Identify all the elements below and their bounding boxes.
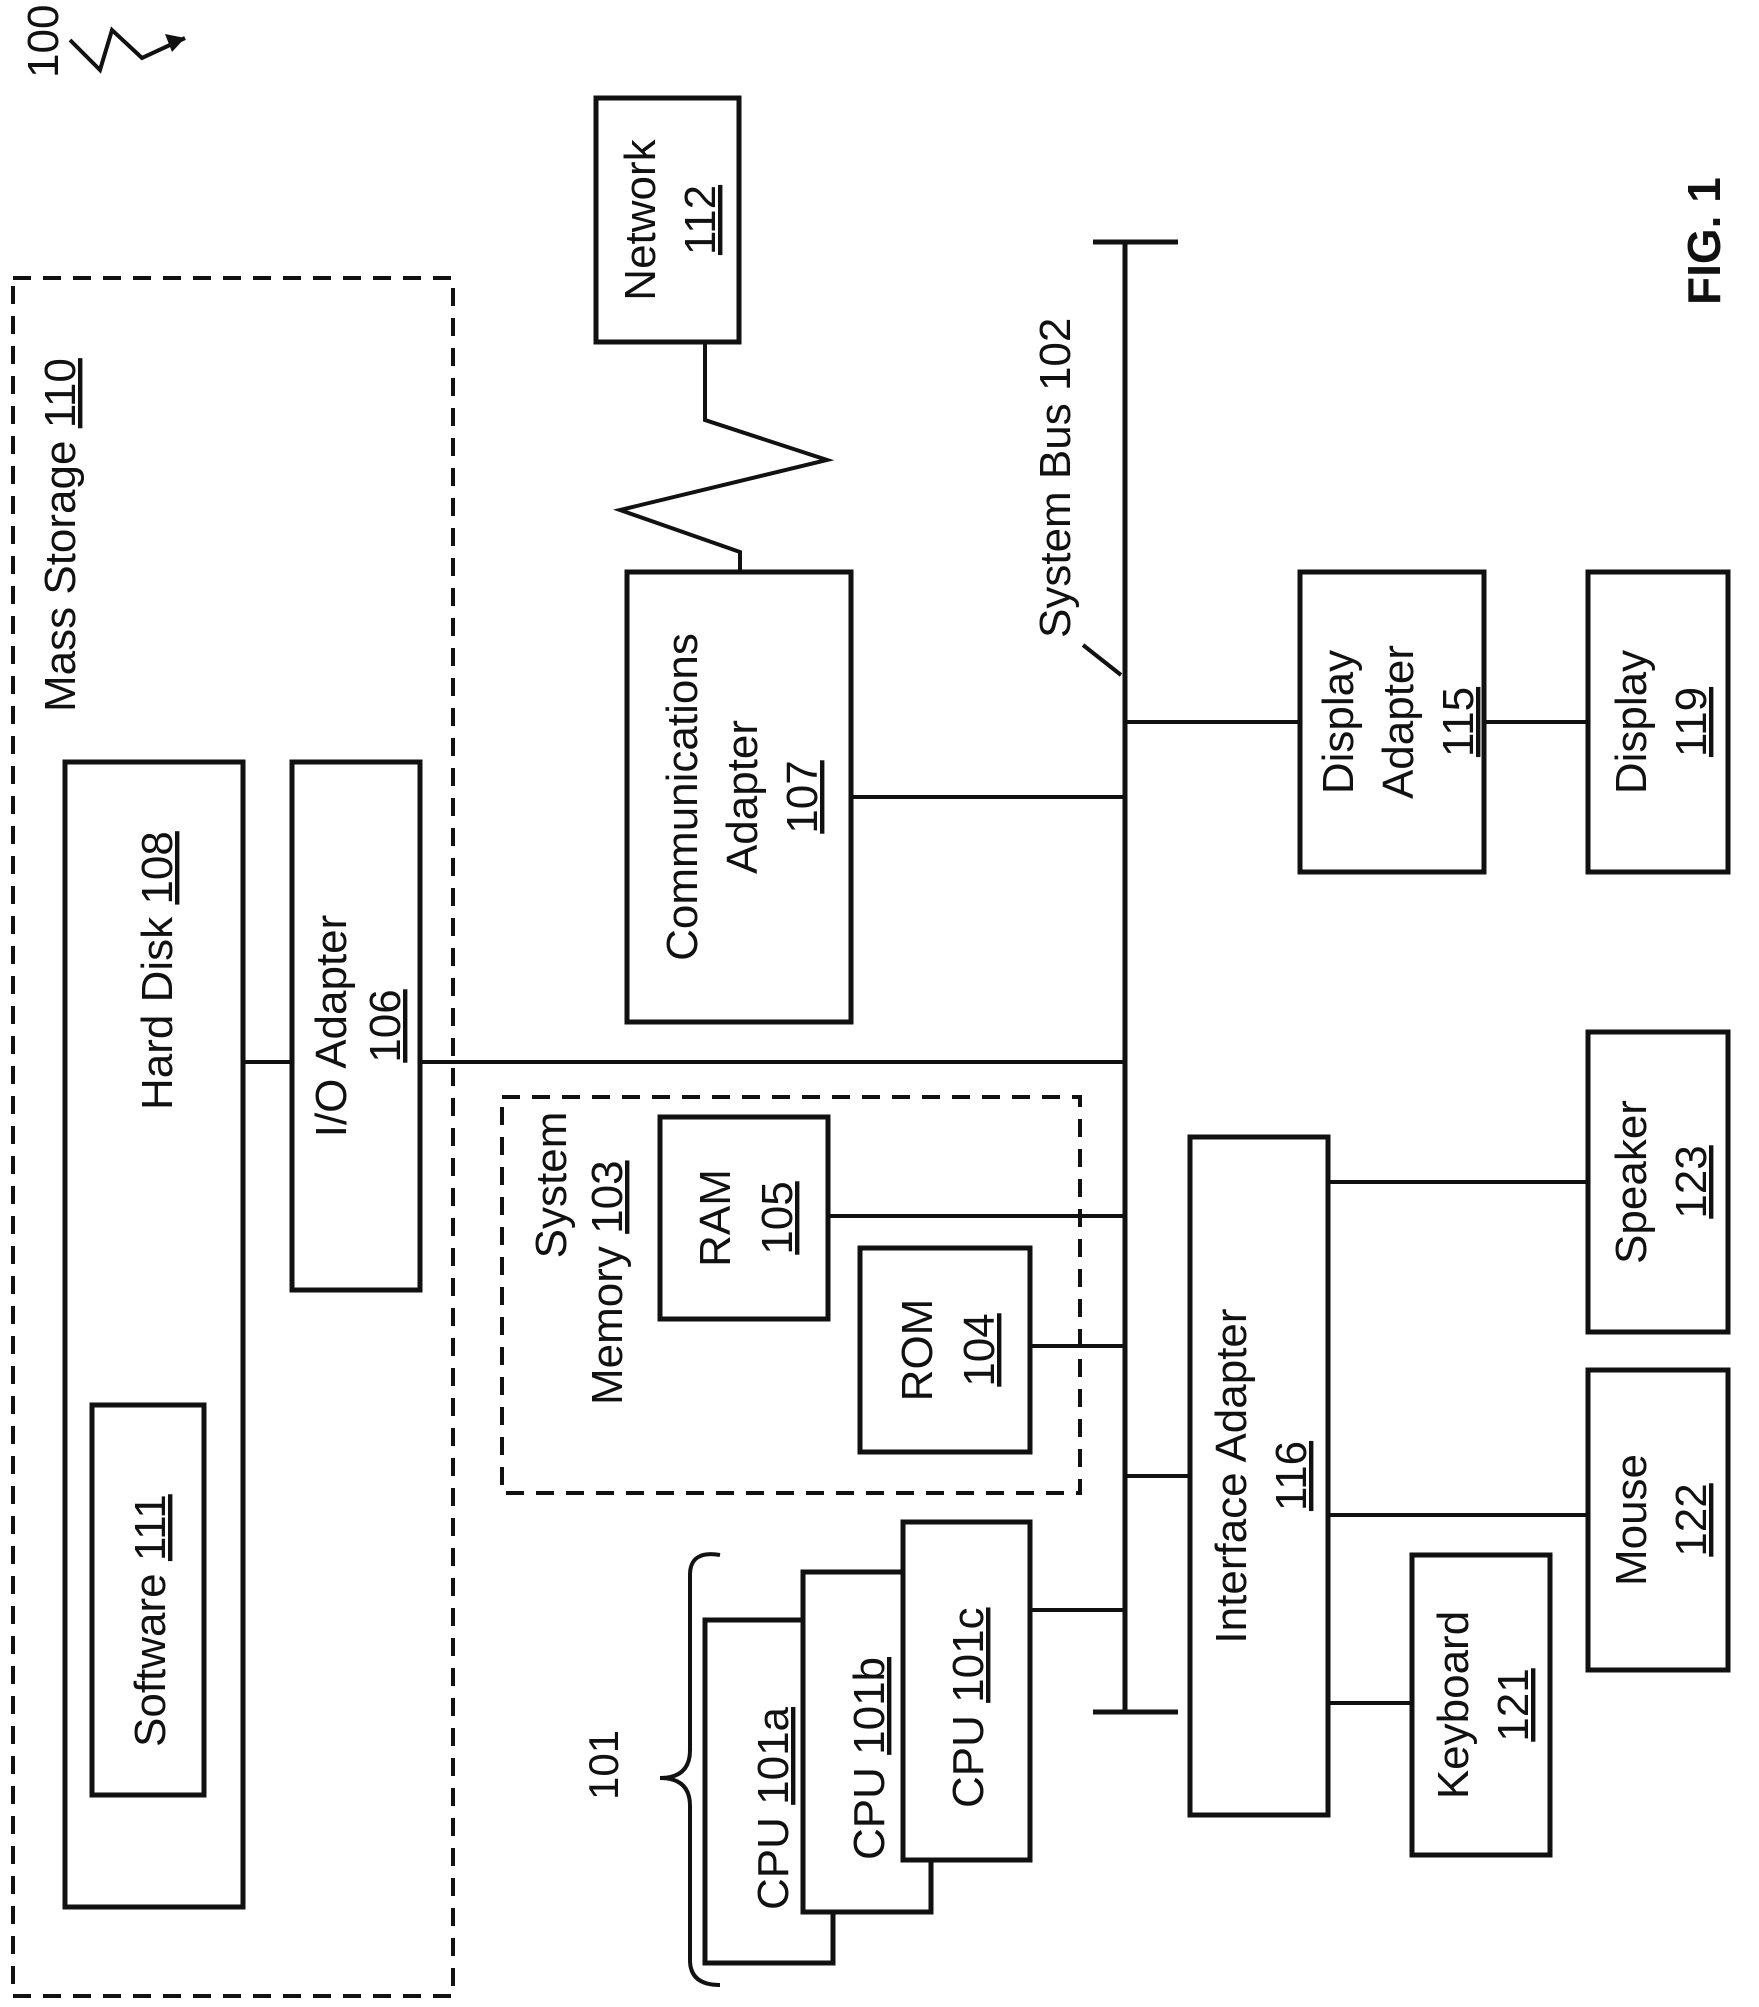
cpu-101b-label: CPU 101b: [845, 1657, 894, 1860]
mouse-name: Mouse: [1607, 1454, 1656, 1586]
hard-disk-name: Hard Disk: [133, 916, 182, 1110]
software-label: Software 111: [126, 1494, 175, 1747]
network-link-zigzag: [620, 342, 827, 572]
figure-ref-group: 100: [19, 5, 185, 78]
io-adapter-ref: 106: [361, 989, 410, 1062]
system-bus-label: System Bus 102: [1031, 318, 1080, 638]
network-name: Network: [616, 138, 665, 300]
ram-box: [660, 1117, 828, 1319]
io-adapter-name: I/O Adapter: [307, 915, 356, 1138]
figure-label: FIG. 1: [1678, 177, 1730, 305]
rom-box: [860, 1248, 1030, 1452]
interface-adapter-ref: 116: [1267, 1441, 1316, 1511]
ram-name: RAM: [691, 1169, 740, 1267]
mass-storage-name: Mass Storage: [36, 441, 85, 712]
display-adapter-line2: Adapter: [1374, 645, 1423, 799]
keyboard-ref: 121: [1489, 1668, 1538, 1741]
system-memory-ref: 103: [583, 1160, 632, 1233]
hard-disk-ref: 108: [133, 831, 182, 904]
software-name: Software: [126, 1573, 175, 1747]
rom-name: ROM: [893, 1299, 942, 1402]
mouse-ref: 122: [1667, 1483, 1716, 1556]
system-bus-leader: [1083, 645, 1121, 675]
system-memory-line1: System: [527, 1112, 576, 1259]
cpu-101a-ref: 101a: [749, 1706, 798, 1804]
communications-adapter-line1: Communications: [658, 633, 707, 961]
cpu-101b-name: CPU: [845, 1767, 894, 1860]
cpu-101c-label: CPU 101c: [944, 1607, 993, 1808]
speaker-name: Speaker: [1607, 1100, 1656, 1264]
display-ref: 119: [1667, 687, 1716, 757]
communications-adapter-line2: Adapter: [718, 720, 767, 874]
figure-ref: 100: [19, 5, 68, 78]
rom-ref: 104: [955, 1313, 1004, 1386]
cpu-group-ref: 101: [580, 1730, 627, 1800]
figure-ref-arrowhead: [165, 34, 185, 52]
display-adapter-line1: Display: [1314, 650, 1363, 794]
hard-disk-label: Hard Disk 108: [133, 831, 182, 1110]
communications-adapter-ref: 107: [778, 760, 827, 833]
cpu-101a-name: CPU: [749, 1817, 798, 1910]
software-ref: 111: [126, 1494, 175, 1561]
cpu-101c-name: CPU: [944, 1715, 993, 1808]
network-ref: 112: [676, 185, 725, 255]
interface-adapter-name: Interface Adapter: [1207, 1308, 1256, 1643]
cpu-101a-label: CPU 101a: [749, 1706, 798, 1910]
system-memory-line2-group: Memory 103: [583, 1160, 632, 1405]
speaker-ref: 123: [1667, 1145, 1716, 1218]
ram-ref: 105: [753, 1181, 802, 1254]
mass-storage-label: Mass Storage 110: [36, 358, 85, 712]
mass-storage-ref: 110: [36, 358, 85, 428]
cpu-101b-ref: 101b: [845, 1657, 894, 1755]
system-memory-line2: Memory: [583, 1246, 632, 1405]
display-name: Display: [1607, 650, 1656, 794]
keyboard-name: Keyboard: [1429, 1611, 1478, 1799]
cpu-101c-ref: 101c: [944, 1607, 993, 1702]
display-adapter-ref: 115: [1434, 687, 1483, 757]
